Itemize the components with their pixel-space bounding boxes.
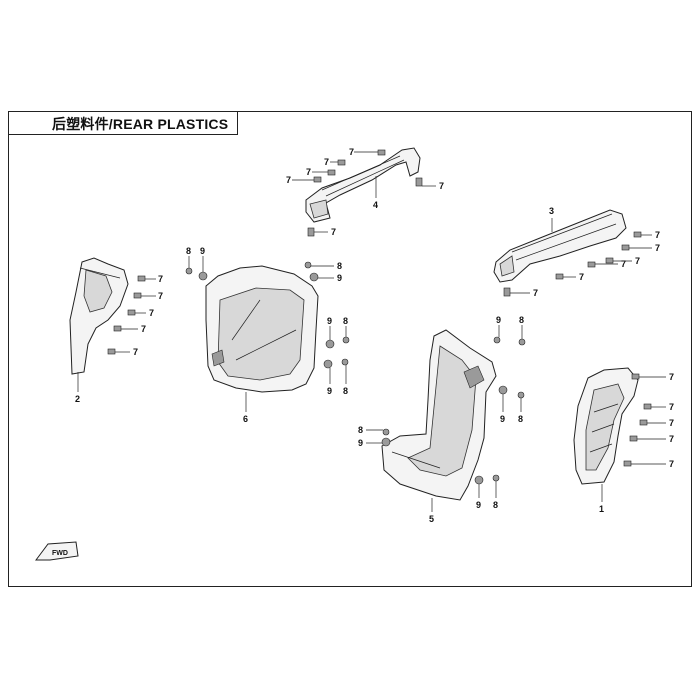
callout-7: 7 bbox=[533, 288, 538, 298]
callout-7: 7 bbox=[621, 259, 626, 269]
fastener-glyphs bbox=[107, 149, 652, 485]
title-box bbox=[8, 111, 238, 135]
callout-7: 7 bbox=[579, 272, 584, 282]
page-title: 后塑料件/REAR PLASTICS bbox=[52, 116, 229, 132]
callout-8: 8 bbox=[518, 414, 523, 424]
callout-7: 7 bbox=[158, 274, 163, 284]
callout-part-1: 1 bbox=[599, 504, 604, 514]
diagram-frame bbox=[8, 111, 692, 587]
callout-7: 7 bbox=[669, 402, 674, 412]
callout-7: 7 bbox=[158, 291, 163, 301]
callout-9: 9 bbox=[500, 414, 505, 424]
callout-7: 7 bbox=[669, 459, 674, 469]
callout-7: 7 bbox=[324, 157, 329, 167]
callout-part-3: 3 bbox=[549, 206, 554, 216]
callout-9: 9 bbox=[327, 316, 332, 326]
callout-8: 8 bbox=[343, 386, 348, 396]
callout-7: 7 bbox=[669, 418, 674, 428]
callout-7: 7 bbox=[286, 175, 291, 185]
callout-9: 9 bbox=[337, 273, 342, 283]
callout-9: 9 bbox=[200, 246, 205, 256]
callout-7: 7 bbox=[349, 147, 354, 157]
leader-lines bbox=[77, 151, 666, 512]
callout-8: 8 bbox=[358, 425, 363, 435]
callout-9: 9 bbox=[327, 386, 332, 396]
callout-7: 7 bbox=[141, 324, 146, 334]
callout-8: 8 bbox=[343, 316, 348, 326]
callout-7: 7 bbox=[669, 434, 674, 444]
callout-9: 9 bbox=[496, 315, 501, 325]
callout-7: 7 bbox=[655, 230, 660, 240]
callout-8: 8 bbox=[337, 261, 342, 271]
callout-8: 8 bbox=[519, 315, 524, 325]
callout-7: 7 bbox=[439, 181, 444, 191]
callout-7: 7 bbox=[635, 256, 640, 266]
fwd-label: FWD bbox=[52, 550, 68, 557]
part-3-side-rail bbox=[493, 209, 627, 283]
part-2-left-panel bbox=[69, 257, 129, 375]
part-4-rear-rail bbox=[305, 147, 421, 223]
callout-7: 7 bbox=[133, 347, 138, 357]
part-1-right-panel bbox=[573, 367, 639, 485]
callout-9: 9 bbox=[476, 500, 481, 510]
part-6-rear-tub bbox=[205, 265, 319, 393]
part-5-center-fender bbox=[381, 329, 497, 501]
fwd-arrow-badge: FWD bbox=[35, 541, 79, 561]
callout-7: 7 bbox=[306, 167, 311, 177]
callout-8: 8 bbox=[186, 246, 191, 256]
callout-7: 7 bbox=[331, 227, 336, 237]
callout-9: 9 bbox=[358, 438, 363, 448]
callout-7: 7 bbox=[669, 372, 674, 382]
callout-part-5: 5 bbox=[429, 514, 434, 524]
callout-7: 7 bbox=[149, 308, 154, 318]
callout-part-4: 4 bbox=[373, 200, 378, 210]
callout-part-6: 6 bbox=[243, 414, 248, 424]
callout-labels: 4 3 2 6 5 1 7 7 7 7 7 7 7 7 7 7 7 7 7 7 … bbox=[75, 147, 674, 524]
callout-8: 8 bbox=[493, 500, 498, 510]
callout-part-2: 2 bbox=[75, 394, 80, 404]
callout-7: 7 bbox=[655, 243, 660, 253]
